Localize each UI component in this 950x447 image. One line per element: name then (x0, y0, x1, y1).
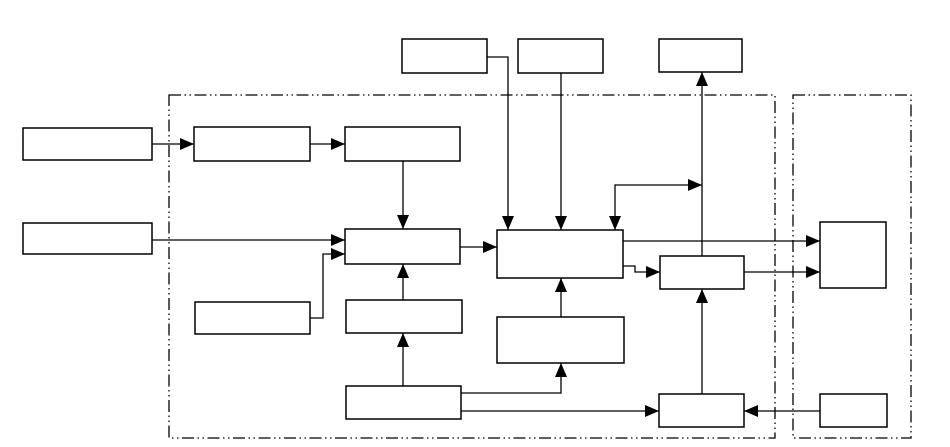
edge-bottom-center-box-to-mid-lower-box (461, 363, 567, 394)
node-left-input-box-2 (22, 222, 153, 255)
top-box-2-rect (517, 38, 604, 74)
node-pre-stage-box-1 (193, 126, 311, 162)
center-left-box-rect (344, 228, 461, 265)
main-box-rect (496, 229, 624, 279)
node-mid-left-box (194, 301, 311, 335)
bottom-center-box-rect (345, 385, 462, 420)
node-right-output-box (819, 221, 887, 289)
right-output-box-rect (819, 221, 887, 289)
top-box-1-rect (401, 38, 488, 74)
left-input-box-1-rect (22, 127, 153, 161)
top-box-3-rect (658, 38, 743, 73)
edge-main-box-to-riser-junction (609, 179, 702, 230)
pre-stage-box-1-rect (193, 126, 311, 162)
node-top-box-2 (517, 38, 604, 74)
mid-left-box-rect (194, 301, 311, 335)
edge-top-box-1-to-main-box (487, 56, 514, 230)
node-center-left-box (344, 228, 461, 265)
left-input-box-2-rect (22, 222, 153, 255)
edge-mid-left-box-to-center-left-box (310, 248, 345, 319)
bottom-far-right-box-rect (819, 393, 888, 428)
node-top-box-3 (658, 38, 743, 73)
node-bottom-center-box (345, 385, 462, 420)
node-left-input-box-1 (22, 127, 153, 161)
edge-main-box-to-right-mid-box (623, 265, 660, 278)
mid-lower-box-rect (496, 316, 625, 364)
node-bottom-far-right-box (819, 393, 888, 428)
dashed-boundary-main (168, 94, 776, 439)
node-top-box-1 (401, 38, 488, 74)
dashed-boundary-right (792, 94, 912, 439)
right-mid-box-rect (659, 255, 745, 290)
bottom-right-box-rect (658, 393, 745, 428)
pre-stage-box-2-rect (344, 126, 461, 162)
center-lower-box-rect (345, 299, 463, 334)
node-main-box (496, 229, 624, 279)
node-right-mid-box (659, 255, 745, 290)
node-mid-lower-box (496, 316, 625, 364)
node-bottom-right-box (658, 393, 745, 428)
node-pre-stage-box-2 (344, 126, 461, 162)
node-center-lower-box (345, 299, 463, 334)
